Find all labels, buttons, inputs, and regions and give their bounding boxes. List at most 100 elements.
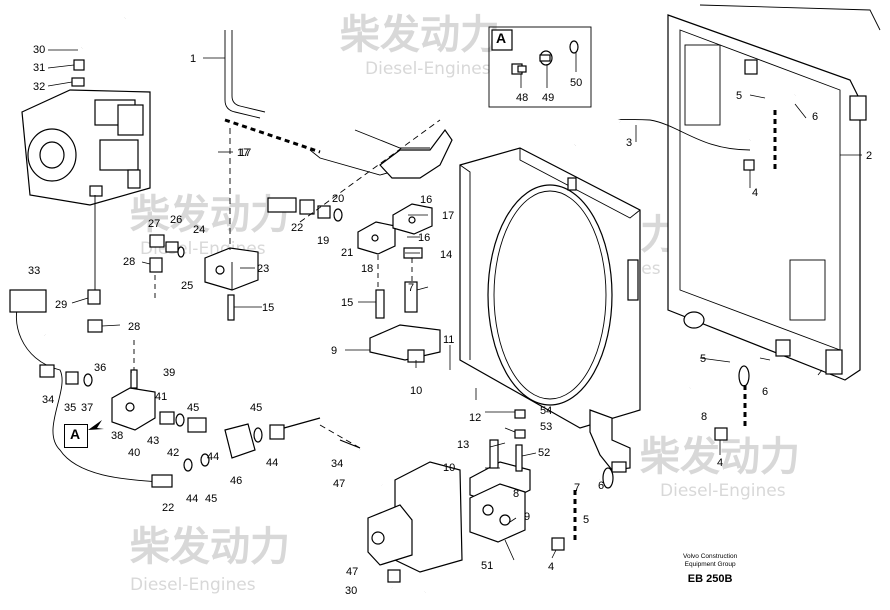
part-number-label: 9 [331,345,337,357]
part-number-label: 7 [574,482,580,494]
part-number-label: 46 [230,475,242,487]
part-number-label: 21 [341,247,353,259]
fan-shroud [459,147,641,471]
part-number-label: 10 [443,462,455,474]
part-number-label: 17 [442,210,454,222]
part-number-label: 19 [317,235,329,247]
detail-part-number-label: 48 [516,92,528,104]
radiator [667,4,881,381]
part-number-label: 24 [193,224,205,236]
part-number-label: 4 [752,187,758,199]
part-number-label: 38 [111,430,123,442]
part-number-label: 51 [481,560,493,572]
valve-block-23 [204,247,259,291]
part-number-label: 41 [155,391,167,403]
part-number-label: 47 [333,478,345,490]
part-number-label: 29 [55,299,67,311]
detail-part-number-label: 50 [570,77,582,89]
part-number-label: 8 [701,411,707,423]
part-number-label: 44 [207,451,219,463]
drawing-code: EB 250B [687,573,733,585]
watermark-cn: 柴发动力 [130,524,290,570]
part-number-label: 37 [81,402,93,414]
part-number-label: 45 [187,402,199,414]
clamp-blocks-lower [469,409,531,543]
part-number-label: 2 [866,150,872,162]
part-number-label: 5 [583,514,589,526]
part-number-label: 44 [186,493,198,505]
part-number-label: 7 [408,282,414,294]
part-number-label: 5 [700,353,706,365]
part-number-label: 33 [28,265,40,277]
part-number-label: 10 [410,385,422,397]
detail-a-pointer-label: A [70,426,81,442]
part-number-label: 3 [626,137,632,149]
watermark-cn: 柴发动力 [130,192,290,238]
part-number-label: 39 [163,367,175,379]
part-number-label: 40 [128,447,140,459]
part-number-label: 47 [346,566,358,578]
part-number-label: 54 [540,405,552,417]
caption-line-1: Volvo Construction [683,553,738,560]
part-number-label: 43 [147,435,159,447]
part-number-label: 30 [33,44,45,56]
detail-a-arrow [88,420,104,430]
part-number-label: 16 [418,232,430,244]
part-number-label: 22 [162,502,174,514]
part-number-label: 1 [190,53,196,65]
part-number-label: 6 [812,111,818,123]
fittings-left [39,234,321,488]
part-number-label: 26 [170,214,182,226]
detail-part-number-label: 49 [542,92,554,104]
part-number-label: 36 [94,362,106,374]
mounting-blocks [267,128,453,363]
part-number-label: 23 [257,263,269,275]
watermark-cn: 柴发动力 [340,12,500,58]
watermark-en: Diesel-Engines [365,59,491,79]
part-number-label: 52 [538,447,550,459]
part-number-label: 8 [513,488,519,500]
part-number-label: 17 [239,147,251,159]
part-number-label: 15 [341,297,353,309]
part-number-label: 5 [736,90,742,102]
part-number-label: 28 [123,256,135,268]
part-number-label: 11 [443,334,454,346]
part-number-label: 12 [469,412,481,424]
part-number-label: 32 [33,81,45,93]
part-number-label: 14 [440,249,452,261]
part-number-label: 6 [762,386,768,398]
part-number-label: 4 [717,457,723,469]
detail-a-tag [491,29,513,51]
caption-line-2: Equipment Group [684,561,736,568]
part-number-label: 17 [237,147,249,159]
part-number-label: 25 [181,280,193,292]
part-number-label: 42 [167,447,179,459]
hydraulic-motor [299,119,463,599]
part-number-label: 13 [457,439,469,451]
part-number-label: 35 [64,402,76,414]
part-number-label: 22 [291,222,303,234]
part-number-label: 27 [148,218,160,230]
part-number-label: 6 [598,480,604,492]
watermark-en: Diesel-Engines [130,575,256,595]
detail-a-frame [488,26,592,108]
part-number-label: 20 [332,193,344,205]
part-labels: 1234445556667788991010111213141515161617… [28,44,872,597]
part-number-label: 15 [262,302,274,314]
detail-a-pointer-box [64,424,88,448]
part-number-label: 31 [33,62,45,74]
part-number-label: 53 [540,421,552,433]
detail-a-fittings [511,40,579,88]
part-number-label: 16 [420,194,432,206]
hydraulic-pump [21,89,151,206]
drawing-caption: Volvo Construction Equipment Group EB 25… [683,553,737,585]
part-number-label: 4 [548,561,554,573]
part-number-label: 44 [266,457,278,469]
detail-a-label: A [496,30,507,46]
part-number-label: 9 [524,511,530,523]
part-number-label: 45 [205,493,217,505]
watermark-en: Diesel-Engines [660,481,786,501]
part-number-label: 18 [361,263,373,275]
